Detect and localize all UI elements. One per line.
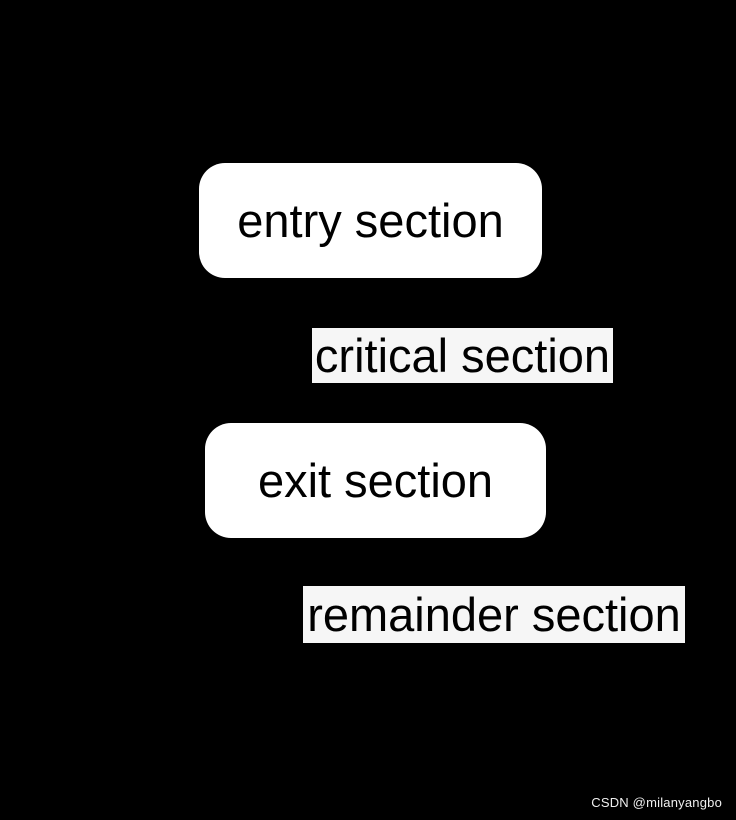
exit-section-box: exit section — [205, 423, 546, 538]
entry-section-box: entry section — [199, 163, 542, 278]
critical-section-highlight: critical section — [312, 328, 613, 383]
entry-section-label: entry section — [237, 194, 504, 247]
remainder-section-highlight: remainder section — [303, 586, 685, 643]
csdn-watermark: CSDN @milanyangbo — [591, 795, 722, 810]
critical-section-label: critical section — [314, 329, 611, 382]
exit-section-label: exit section — [257, 454, 494, 507]
remainder-section-label: remainder section — [307, 588, 681, 641]
